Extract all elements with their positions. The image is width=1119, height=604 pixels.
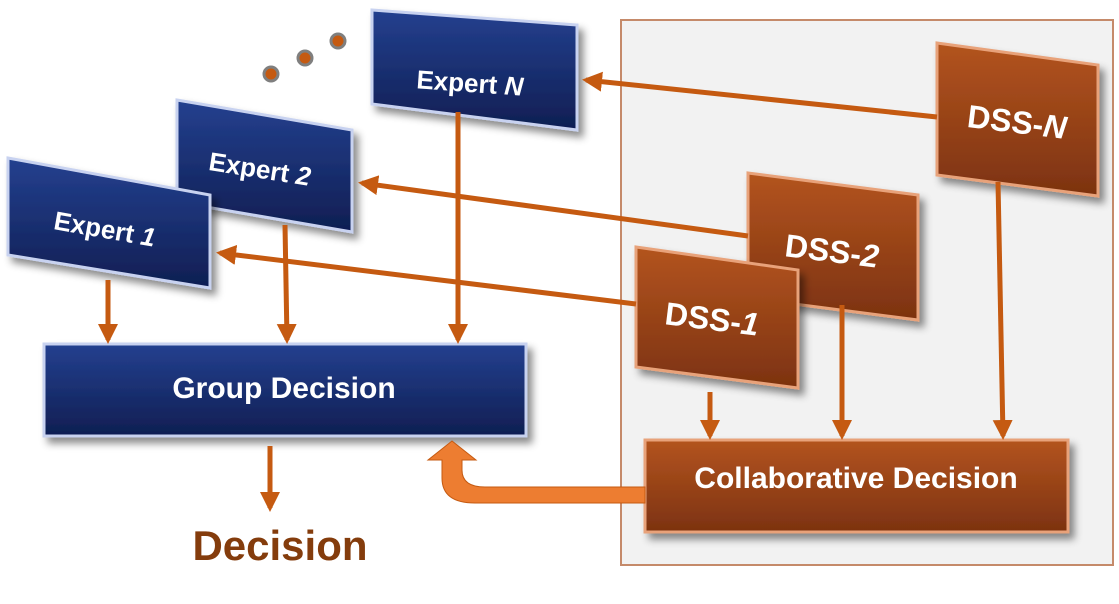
arrow-expert-2-to-group: [276, 224, 297, 344]
dss-1-label: DSS-1: [663, 295, 761, 342]
group-decision-box: [42, 342, 528, 438]
arrow-dss-n-to-collab: [992, 181, 1013, 440]
arrow-dss-1-to-expert-1: [216, 245, 637, 307]
dss-2-label: DSS-2: [783, 227, 881, 274]
expert-n-label: Expert N: [416, 64, 526, 101]
dss-n-box: [935, 41, 1100, 198]
expert-1-box: [6, 156, 212, 290]
expert-2-box: [175, 98, 354, 234]
group-decision-label: Group Decision: [172, 372, 395, 405]
arrow-dss-n-to-expert-n: [582, 71, 938, 120]
decision-output-label: Decision: [192, 522, 367, 569]
expert-n-box: [370, 8, 579, 132]
arrow-collab-to-group: [426, 440, 646, 504]
collaborative-decision-label: Collaborative Decision: [694, 462, 1017, 495]
dss-1-box: [634, 245, 800, 390]
ellipsis-icon: [262, 32, 347, 83]
arrow-dss-2-to-expert-2: [358, 175, 749, 239]
collaborative-decision-box: [643, 438, 1070, 534]
